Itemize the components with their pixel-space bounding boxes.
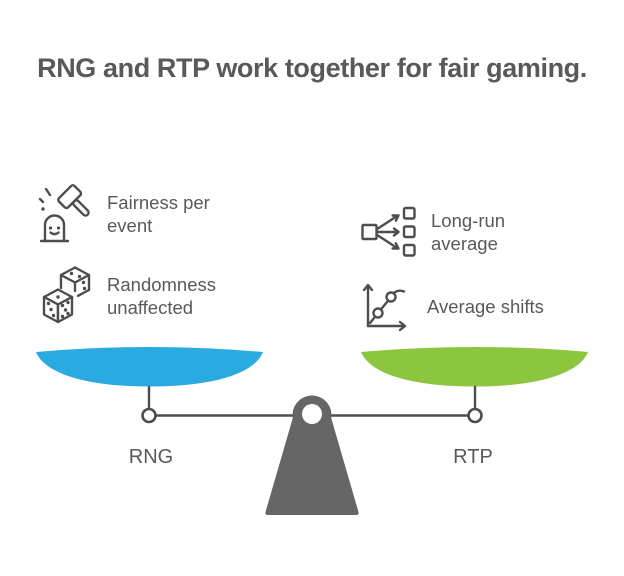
rng-pan bbox=[36, 347, 263, 387]
feature-label: Fairness per event bbox=[107, 192, 210, 236]
distribution-icon bbox=[360, 204, 418, 260]
right-pivot-circle bbox=[467, 407, 483, 424]
fulcrum bbox=[265, 395, 359, 515]
feature-label: Long-run average bbox=[431, 210, 506, 254]
balance-scale bbox=[36, 347, 588, 515]
rtp-pan bbox=[361, 347, 588, 387]
rtp-label: RTP bbox=[453, 446, 493, 468]
feature-average-shifts: Average shifts bbox=[360, 278, 544, 334]
page-title: RNG and RTP work together for fair gamin… bbox=[37, 53, 587, 83]
left-pivot-circle bbox=[141, 407, 157, 424]
fairness-gavel-icon bbox=[36, 181, 94, 247]
feature-long-run-average: Long-run average bbox=[360, 204, 505, 260]
trend-chart-icon bbox=[360, 278, 414, 334]
feature-label: Randomness unaffected bbox=[107, 274, 217, 318]
fulcrum-hole bbox=[302, 404, 322, 424]
feature-randomness-unaffected: Randomness unaffected bbox=[38, 264, 216, 328]
dice-icon bbox=[38, 264, 94, 328]
rng-label: RNG bbox=[128, 446, 174, 468]
feature-fairness-per-event: Fairness per event bbox=[36, 181, 210, 247]
feature-label: Average shifts bbox=[427, 295, 544, 317]
